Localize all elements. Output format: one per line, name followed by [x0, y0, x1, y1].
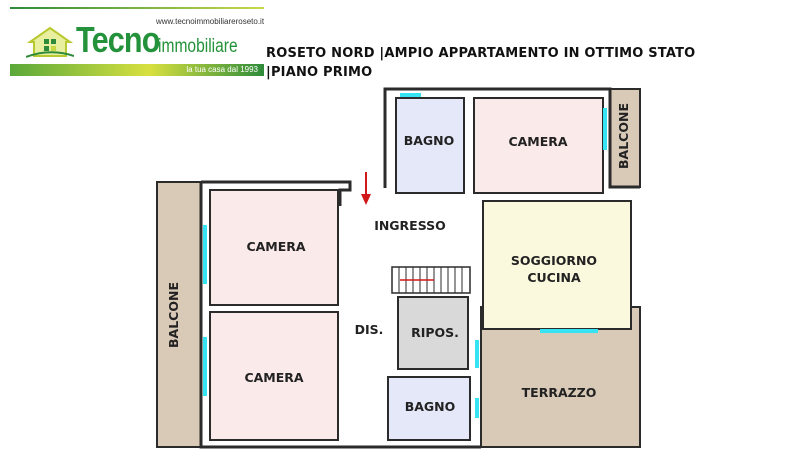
- room-label-terrazzo: TERRAZZO: [522, 385, 597, 400]
- room-label-dis: DIS.: [355, 322, 384, 337]
- room-label-camera-left-lower: CAMERA: [244, 370, 303, 385]
- camera-left-lower-area: [209, 311, 339, 441]
- title-line-2: |PIANO PRIMO: [266, 65, 373, 80]
- logo-slogan: la tua casa dal 1993: [186, 65, 258, 74]
- room-label-camera-left-upper: CAMERA: [246, 239, 305, 254]
- house-icon: [26, 26, 74, 58]
- bagno-top-area: [395, 97, 465, 194]
- room-label-ripos: RIPOS.: [411, 325, 459, 340]
- listing-title: ROSETO NORD |AMPIO APPARTAMENTO IN OTTIM…: [266, 44, 695, 82]
- room-label-balcone-left: BALCONE: [166, 282, 181, 348]
- entrance-arrow-icon: [361, 172, 371, 205]
- camera-left-upper-area: [209, 189, 339, 306]
- soggiorno-area: [482, 200, 632, 330]
- room-label-soggiorno: SOGGIORNO: [511, 253, 597, 268]
- room-label-bagno-top: BAGNO: [404, 133, 455, 148]
- balcone-left-area: [156, 181, 202, 448]
- logo-brand-rest: immobiliare: [158, 36, 238, 57]
- room-label-cucina: CUCINA: [527, 270, 581, 285]
- agency-logo: www.tecnoimmobiliareroseto.it Tecno immo…: [8, 4, 266, 78]
- camera-top-right-area: [473, 97, 604, 194]
- logo-brand-bold: Tecno: [76, 19, 160, 60]
- building-walls: [199, 87, 640, 449]
- ripos-area: [397, 296, 469, 370]
- room-label-camera-top-right: CAMERA: [508, 134, 567, 149]
- room-label-balcone-right: BALCONE: [616, 103, 631, 169]
- bagno-bottom-area: [387, 376, 471, 441]
- logo-url: www.tecnoimmobiliareroseto.it: [156, 17, 265, 26]
- room-label-ingresso: INGRESSO: [374, 218, 446, 233]
- logo-slogan-bar: la tua casa dal 1993: [10, 64, 264, 76]
- logo-divider: [10, 7, 264, 9]
- room-label-bagno-bottom: BAGNO: [405, 399, 456, 414]
- title-line-1: ROSETO NORD |AMPIO APPARTAMENTO IN OTTIM…: [266, 46, 696, 61]
